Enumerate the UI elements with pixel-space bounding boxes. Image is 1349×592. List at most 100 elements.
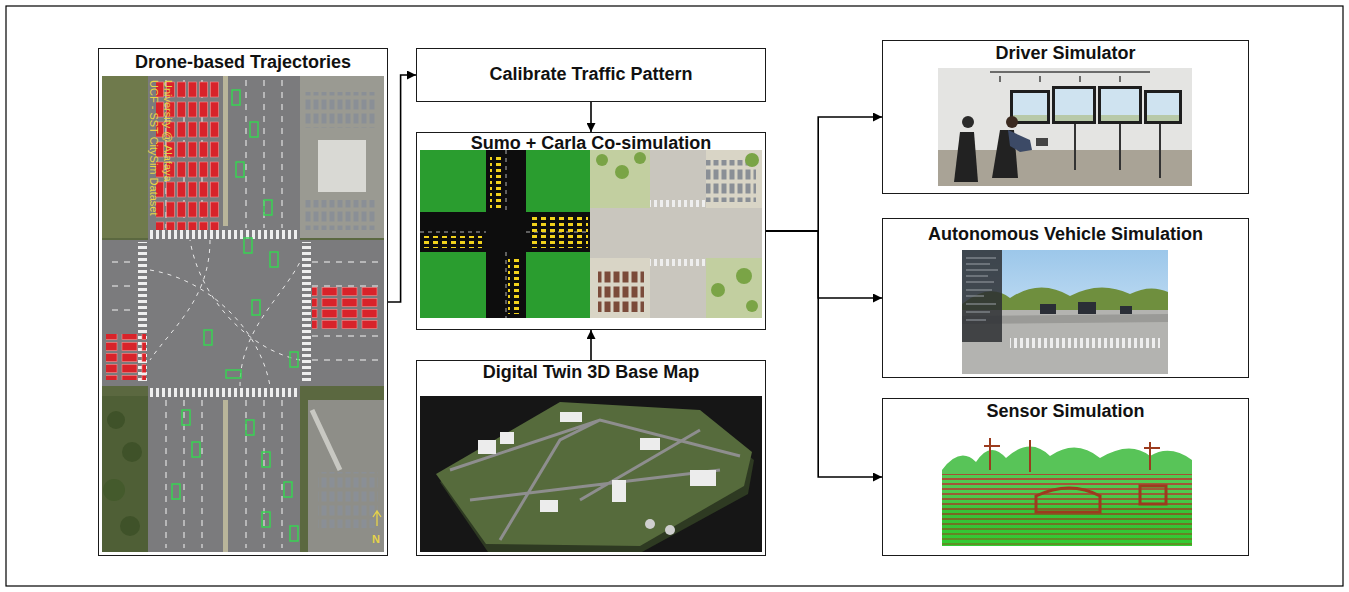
cosim-screenshot — [596, 152, 759, 312]
cosim-screenshot — [420, 150, 590, 318]
aerial-photo — [156, 80, 220, 230]
aerial-photo — [223, 76, 228, 226]
flow-arrow — [590, 330, 592, 360]
aerial-photo — [102, 76, 384, 552]
aerial-photo — [102, 76, 148, 238]
base-map-render — [612, 480, 626, 502]
aerial-photo — [312, 286, 378, 330]
driver-sim-photo — [1013, 89, 1179, 115]
driver-sim-photo — [1052, 86, 1096, 124]
cosim-screenshot — [711, 283, 725, 297]
driver-sim-photo — [1010, 86, 1182, 124]
flow-arrow — [388, 75, 416, 302]
cosim-screenshot — [650, 200, 706, 207]
base-map-render — [560, 412, 582, 422]
base-map-render — [645, 519, 675, 535]
cosim-screenshot — [420, 150, 590, 318]
process-box: Digital Twin 3D Base Map — [416, 360, 766, 556]
base-map-render — [500, 432, 514, 444]
av-sim-screenshot — [1040, 304, 1056, 314]
aerial-photo — [107, 411, 125, 429]
lidar-render — [942, 432, 1192, 546]
watermark-text: University @ Alafaya — [161, 80, 174, 182]
cosim-screenshot — [490, 154, 504, 208]
flow-arrow — [766, 117, 882, 231]
aerial-photo — [246, 420, 254, 435]
aerial-photo — [244, 238, 252, 253]
cosim-screenshot — [420, 150, 762, 318]
cosim-screenshot — [424, 236, 482, 248]
aerial-photo — [223, 400, 228, 552]
watermark-text: N — [372, 533, 380, 546]
watermark-text: UCF - SST CitySim Dataset — [147, 80, 160, 216]
driver-sim-photo — [938, 68, 1192, 186]
cosim-screenshot — [706, 160, 756, 202]
driver-sim-photo — [954, 132, 978, 182]
process-box: Sumo + Carla Co-simulation — [416, 132, 766, 330]
driver-sim-photo — [938, 68, 1192, 186]
aerial-photo — [318, 140, 366, 192]
av-sim-screenshot — [1010, 338, 1160, 348]
cosim-screenshot — [590, 208, 762, 258]
av-sim-screenshot — [1078, 302, 1096, 314]
aerial-photo — [204, 330, 212, 345]
aerial-photo — [250, 122, 258, 137]
driver-sim-photo — [1036, 138, 1048, 146]
aerial-photo — [304, 200, 376, 230]
process-box: Autonomous Vehicle Simulation — [882, 218, 1249, 378]
aerial-photo — [308, 400, 384, 552]
driver-sim-photo — [1006, 116, 1018, 128]
aerial-photo — [150, 388, 298, 397]
aerial-photo — [226, 370, 241, 378]
base-map-render — [640, 438, 660, 450]
av-sim-screenshot — [1120, 306, 1132, 314]
av-sim-screenshot — [962, 250, 1168, 374]
aerial-photo — [172, 484, 180, 499]
aerial-photo — [150, 240, 300, 386]
aerial-photo — [182, 410, 190, 425]
driver-sim-photo — [1101, 115, 1139, 121]
aerial-photo — [264, 200, 272, 215]
cosim-screenshot — [598, 268, 644, 312]
box-title: Sensor Simulation — [986, 401, 1144, 423]
watermark-holder: N — [372, 529, 380, 547]
base-map-render — [478, 440, 496, 454]
aerial-photo — [192, 442, 200, 457]
box-title: Sumo + Carla Co-simulation — [471, 133, 712, 155]
base-map-render — [436, 402, 752, 546]
flow-arrow — [766, 231, 882, 477]
cosim-screenshot — [590, 150, 650, 208]
lidar-render — [942, 474, 1192, 546]
base-map-render — [478, 412, 716, 512]
process-box: Driver Simulator — [882, 40, 1249, 194]
driver-sim-photo — [1075, 124, 1160, 178]
aerial-photo — [103, 479, 125, 501]
cosim-screenshot — [745, 153, 759, 167]
lidar-render — [1140, 486, 1166, 504]
cosim-screenshot — [706, 258, 762, 318]
driver-sim-photo — [1147, 115, 1179, 121]
aerial-photo — [112, 262, 380, 360]
lidar-render — [942, 432, 1192, 546]
figure-frame — [6, 6, 1343, 586]
driver-sim-photo — [1147, 93, 1179, 115]
aerial-photo — [262, 512, 270, 527]
aerial-photo — [318, 472, 378, 528]
lidar-render — [984, 438, 1160, 472]
base-map-render — [450, 420, 740, 540]
box-title: Drone-based Trajectories — [135, 52, 351, 74]
aerial-photo — [236, 162, 244, 177]
aerial-photo — [172, 90, 298, 541]
lidar-render — [942, 446, 1192, 478]
flow-arrow — [590, 102, 592, 132]
cosim-screenshot — [590, 150, 762, 318]
box-title: Autonomous Vehicle Simulation — [928, 224, 1203, 246]
lidar-render — [1036, 488, 1100, 512]
aerial-photo — [304, 92, 376, 128]
flow-arrow — [766, 231, 882, 298]
driver-sim-photo — [1013, 93, 1047, 115]
aerial-photo — [102, 76, 384, 552]
av-sim-screenshot — [962, 250, 1168, 374]
driver-sim-photo — [1013, 115, 1179, 121]
